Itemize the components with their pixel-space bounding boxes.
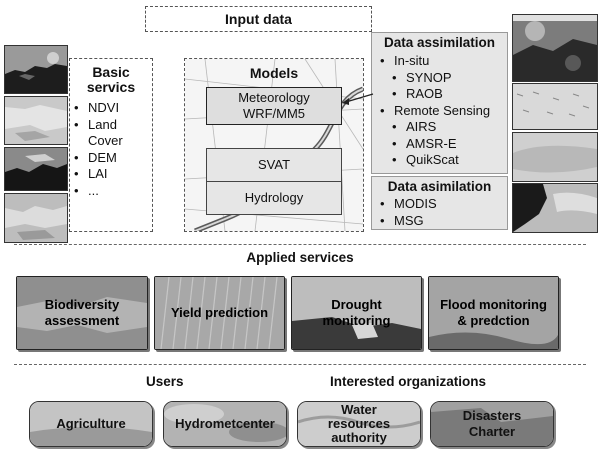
user-card-hydrometcenter: Hydrometcenter — [163, 401, 287, 447]
list-item: Land — [74, 117, 123, 134]
applied-card-flood-monitoring: Flood monitoring & predction — [428, 276, 559, 350]
list-item: MSG — [380, 213, 437, 230]
basic-services-list: NDVI Land Cover DEM LAI ... — [74, 100, 123, 200]
model-meteorology-box: Meteorology WRF/MM5 — [206, 87, 342, 125]
applied-card-biodiversity: Biodiversity assessment — [16, 276, 148, 350]
applied-services-title: Applied services — [246, 250, 354, 265]
users-label: Users — [146, 374, 184, 389]
map-thumbnail — [17, 277, 147, 349]
data-asimilation-list: MODIS MSG — [380, 196, 437, 230]
model-svat-box: SVAT — [206, 148, 342, 182]
input-data-box: Input data — [145, 6, 372, 32]
section-divider — [14, 244, 586, 245]
map-thumbnail — [292, 277, 421, 349]
satellite-thumbnail-6 — [512, 83, 598, 130]
basic-services-title: Basic servics — [86, 64, 136, 95]
map-thumbnail — [429, 277, 558, 349]
satellite-thumbnail-7 — [512, 132, 598, 182]
list-item-continuation: Cover — [88, 133, 123, 148]
list-item: QuikScat — [392, 152, 490, 169]
list-item: NDVI — [74, 100, 123, 117]
applied-card-yield-prediction: Yield prediction — [154, 276, 285, 350]
list-item: DEM — [74, 150, 123, 167]
data-assimilation-box: Data assimilation In-situ SYNOP RAOB Rem… — [371, 32, 508, 174]
list-item: ... — [74, 183, 123, 200]
list-item: LAI — [74, 166, 123, 183]
list-item: RAOB — [392, 86, 490, 103]
satellite-thumbnail-2 — [4, 96, 68, 145]
list-item: SYNOP — [392, 70, 490, 87]
data-asimilation-box: Data asimilation MODIS MSG — [371, 176, 508, 230]
assimilation-arrow — [342, 93, 374, 105]
list-item: In-situ — [380, 53, 490, 70]
card-background — [431, 402, 553, 446]
data-assimilation-title: Data assimilation — [383, 35, 496, 50]
org-card-disasters-charter: Disasters Charter — [430, 401, 554, 447]
section-divider — [14, 364, 586, 365]
card-background — [30, 402, 152, 446]
interested-organizations-label: Interested organizations — [330, 374, 487, 389]
satellite-thumbnail-4 — [4, 193, 68, 243]
model-hydrology-box: Hydrology — [206, 181, 342, 215]
card-background — [298, 402, 420, 446]
list-item: AIRS — [392, 119, 490, 136]
applied-card-drought-monitoring: Drought monitoring — [291, 276, 422, 350]
list-item: AMSR-E — [392, 136, 490, 153]
satellite-thumbnail-5 — [512, 14, 598, 82]
satellite-thumbnail-1 — [4, 45, 68, 94]
basic-services-box: Basic servics NDVI Land Cover DEM LAI ..… — [69, 58, 153, 232]
models-title: Models — [249, 65, 299, 81]
wheat-field-image — [155, 277, 284, 349]
card-background — [164, 402, 286, 446]
data-asimilation-title: Data asimilation — [387, 179, 492, 194]
list-item: MODIS — [380, 196, 437, 213]
user-card-agriculture: Agriculture — [29, 401, 153, 447]
list-item: Remote Sensing — [380, 103, 490, 120]
org-card-water-resources-authority: Water resources authority — [297, 401, 421, 447]
data-assimilation-list: In-situ SYNOP RAOB Remote Sensing AIRS A… — [380, 53, 490, 169]
satellite-thumbnail-8 — [512, 183, 598, 233]
satellite-thumbnail-3 — [4, 147, 68, 191]
input-data-title: Input data — [225, 11, 292, 27]
